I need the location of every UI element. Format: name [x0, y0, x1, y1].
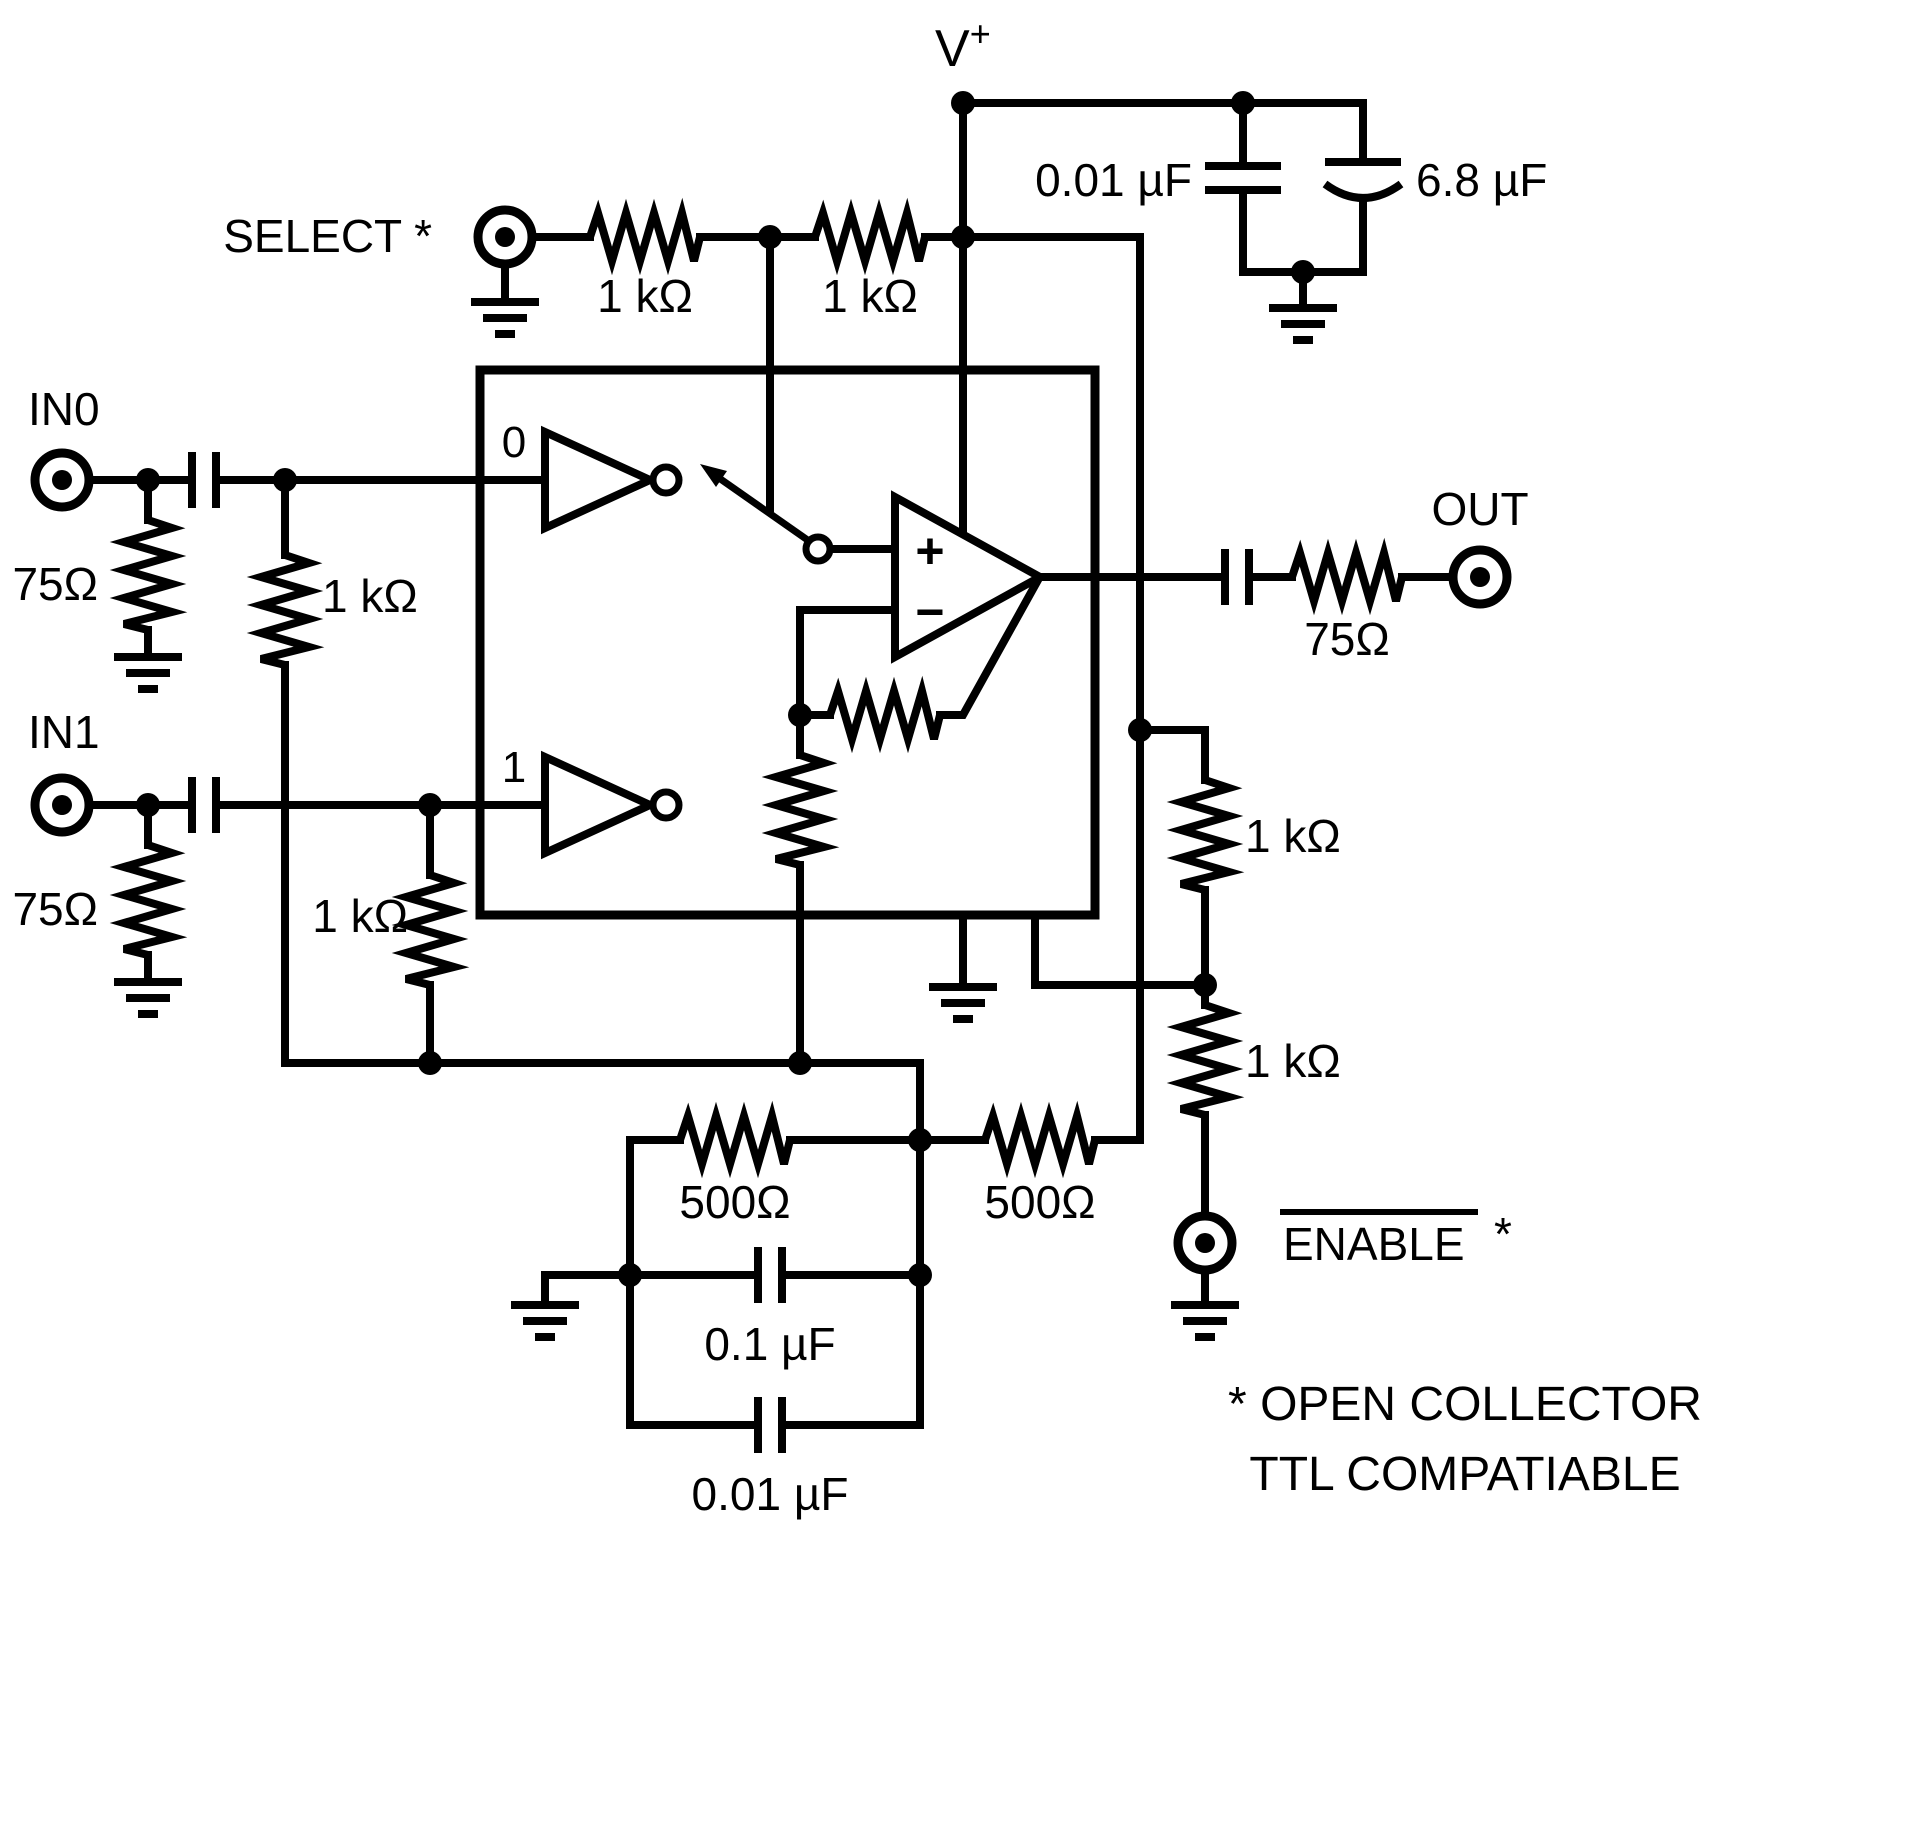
junction-dots [136, 91, 1315, 1287]
resistor-enable-pullup-1k [1181, 780, 1229, 890]
capacitor-out-coupling [1225, 549, 1249, 605]
cap-0p01-top-label: 0.01 µF [1035, 154, 1192, 206]
resistor-bias-500-b [985, 1116, 1095, 1164]
wires-opamp-feedback [796, 545, 1044, 1067]
in0-label: IN0 [28, 383, 100, 435]
in1-label: IN1 [28, 706, 100, 758]
buffer-1-triangle [541, 750, 683, 860]
select-r2-label: 1 kΩ [822, 270, 918, 322]
resistor-bias-500-a [680, 1116, 790, 1164]
bias-r1-label: 500Ω [679, 1176, 790, 1228]
enable-pullup-label: 1 kΩ [1245, 810, 1341, 862]
ground-symbol-enable [1171, 1305, 1239, 1337]
in0-term-label: 75Ω [12, 558, 98, 610]
resistor-out-75 [1292, 553, 1402, 601]
capacitor-decoupling-6p8-polarized [1322, 158, 1404, 202]
note-line2: TTL COMPATIABLE [1249, 1448, 1680, 1501]
select-r1-label: 1 kΩ [597, 270, 693, 322]
bnc-connector-out [1453, 550, 1507, 604]
resistor-in1-1k [406, 875, 454, 985]
ground-symbol-select [471, 302, 539, 334]
v-plus-letter: V [935, 20, 970, 78]
bnc-connector-enable [1178, 1216, 1232, 1270]
ground-symbol-bias [511, 1305, 579, 1337]
resistor-select-1k-b [815, 213, 925, 261]
note-line1: * OPEN COLLECTOR [1228, 1378, 1702, 1431]
in1-rin-label: 1 kΩ [312, 890, 408, 942]
capacitor-decoupling-0p01 [1205, 166, 1281, 190]
opamp-minus-label: − [915, 584, 944, 640]
bias-r2-label: 500Ω [984, 1176, 1095, 1228]
resistor-in0-1k [261, 555, 309, 665]
in1-term-label: 75Ω [12, 883, 98, 935]
resistor-enable-pulldown-1k [1181, 1005, 1229, 1115]
capacitor-bypass-0p1 [758, 1247, 782, 1303]
in0-rin-label: 1 kΩ [322, 570, 418, 622]
buffer-0-label: 0 [502, 418, 526, 467]
bnc-connector-in1 [35, 778, 89, 832]
opamp-plus-label: + [915, 523, 944, 579]
resistor-internal-feedback [830, 691, 940, 739]
wires-select [501, 233, 967, 512]
out-label: OUT [1431, 483, 1528, 535]
ground-symbol-in1 [114, 982, 182, 1014]
enable-pulldown-label: 1 kΩ [1245, 1035, 1341, 1087]
buffer-0-triangle [541, 425, 683, 535]
ground-symbol-decoupling [1269, 308, 1337, 340]
enable-label: ENABLE [1283, 1218, 1465, 1270]
wires-power-rail [959, 99, 1367, 1144]
select-label: SELECT * [223, 210, 432, 262]
wires-decoupling [1239, 99, 1367, 310]
bnc-connector-in0 [35, 453, 89, 507]
out-r-label: 75Ω [1304, 613, 1390, 665]
op-amp: + − [891, 490, 1049, 664]
wires-in0 [85, 476, 924, 1429]
resistor-internal-gain [776, 755, 824, 865]
bnc-connector-select [478, 210, 532, 264]
enable-star: * [1494, 1208, 1512, 1260]
bias-c1-label: 0.1 µF [704, 1318, 835, 1370]
resistor-select-1k-a [590, 213, 700, 261]
cap-6p8-label: 6.8 µF [1416, 154, 1547, 206]
resistor-in0-75 [124, 520, 172, 630]
ic-outline [475, 365, 1100, 920]
wires-ic-supply-ground [959, 911, 1209, 989]
resistor-in1-75 [124, 845, 172, 955]
capacitor-bypass-0p01 [758, 1397, 782, 1453]
ground-symbol-ic [929, 987, 997, 1019]
switch-wiper-arrow [700, 464, 834, 565]
capacitor-in0-coupling [192, 452, 216, 508]
bias-c2-label: 0.01 µF [692, 1468, 849, 1520]
capacitor-in1-coupling [192, 777, 216, 833]
buffer-1-label: 1 [502, 743, 526, 792]
ground-symbol-in0 [114, 657, 182, 689]
v-plus-label: V+ [935, 13, 991, 78]
v-plus-sup: + [970, 13, 991, 54]
